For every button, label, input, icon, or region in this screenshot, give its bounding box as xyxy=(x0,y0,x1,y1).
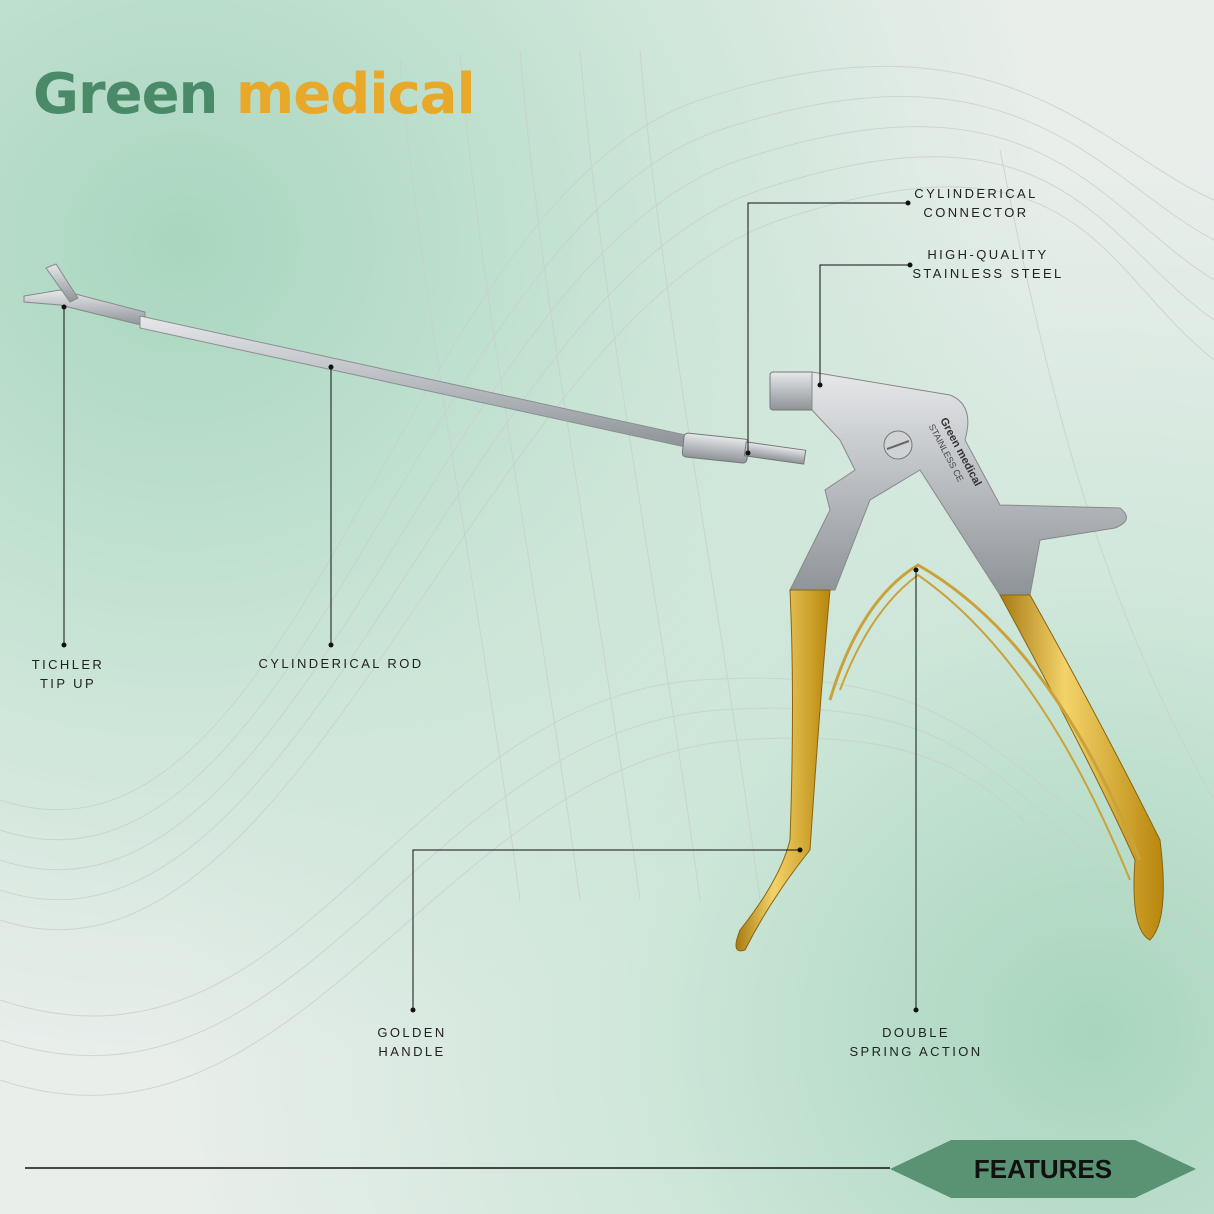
brand-word-medical: medical xyxy=(235,62,476,127)
label-line: GOLDEN xyxy=(377,1025,447,1040)
brand-logo: Green medical xyxy=(33,62,476,127)
label-line: CYLINDERICAL xyxy=(914,186,1038,201)
label-cylinderical-rod: CYLINDERICAL ROD xyxy=(258,654,423,673)
leader-lines xyxy=(25,202,917,1169)
label-golden-handle: GOLDEN HANDLE xyxy=(377,1023,446,1061)
features-badge: FEATURES xyxy=(890,1140,1196,1198)
golden-handles xyxy=(735,563,1164,952)
features-badge-label: FEATURES xyxy=(973,1153,1113,1184)
label-line: STAINLESS STEEL xyxy=(912,266,1064,281)
label-stainless-steel: HIGH-QUALITY STAINLESS STEEL xyxy=(912,245,1063,283)
label-line: CONNECTOR xyxy=(923,205,1029,220)
label-line: CYLINDERICAL ROD xyxy=(258,656,424,671)
label-line: DOUBLE xyxy=(882,1025,950,1040)
label-double-spring: DOUBLE SPRING ACTION xyxy=(849,1023,982,1061)
label-line: HIGH-QUALITY xyxy=(927,247,1049,262)
brand-word-green: Green xyxy=(33,62,218,127)
label-line: TIP UP xyxy=(39,676,97,691)
instrument-body xyxy=(769,371,1127,596)
label-line: SPRING ACTION xyxy=(849,1044,983,1059)
label-line: TICHLER xyxy=(31,657,105,672)
label-line: HANDLE xyxy=(378,1044,446,1059)
instrument-rod xyxy=(23,263,807,465)
label-cylinderical-connector: CYLINDERICAL CONNECTOR xyxy=(914,184,1037,222)
label-tichler-tip: TICHLER TIP UP xyxy=(32,655,104,693)
